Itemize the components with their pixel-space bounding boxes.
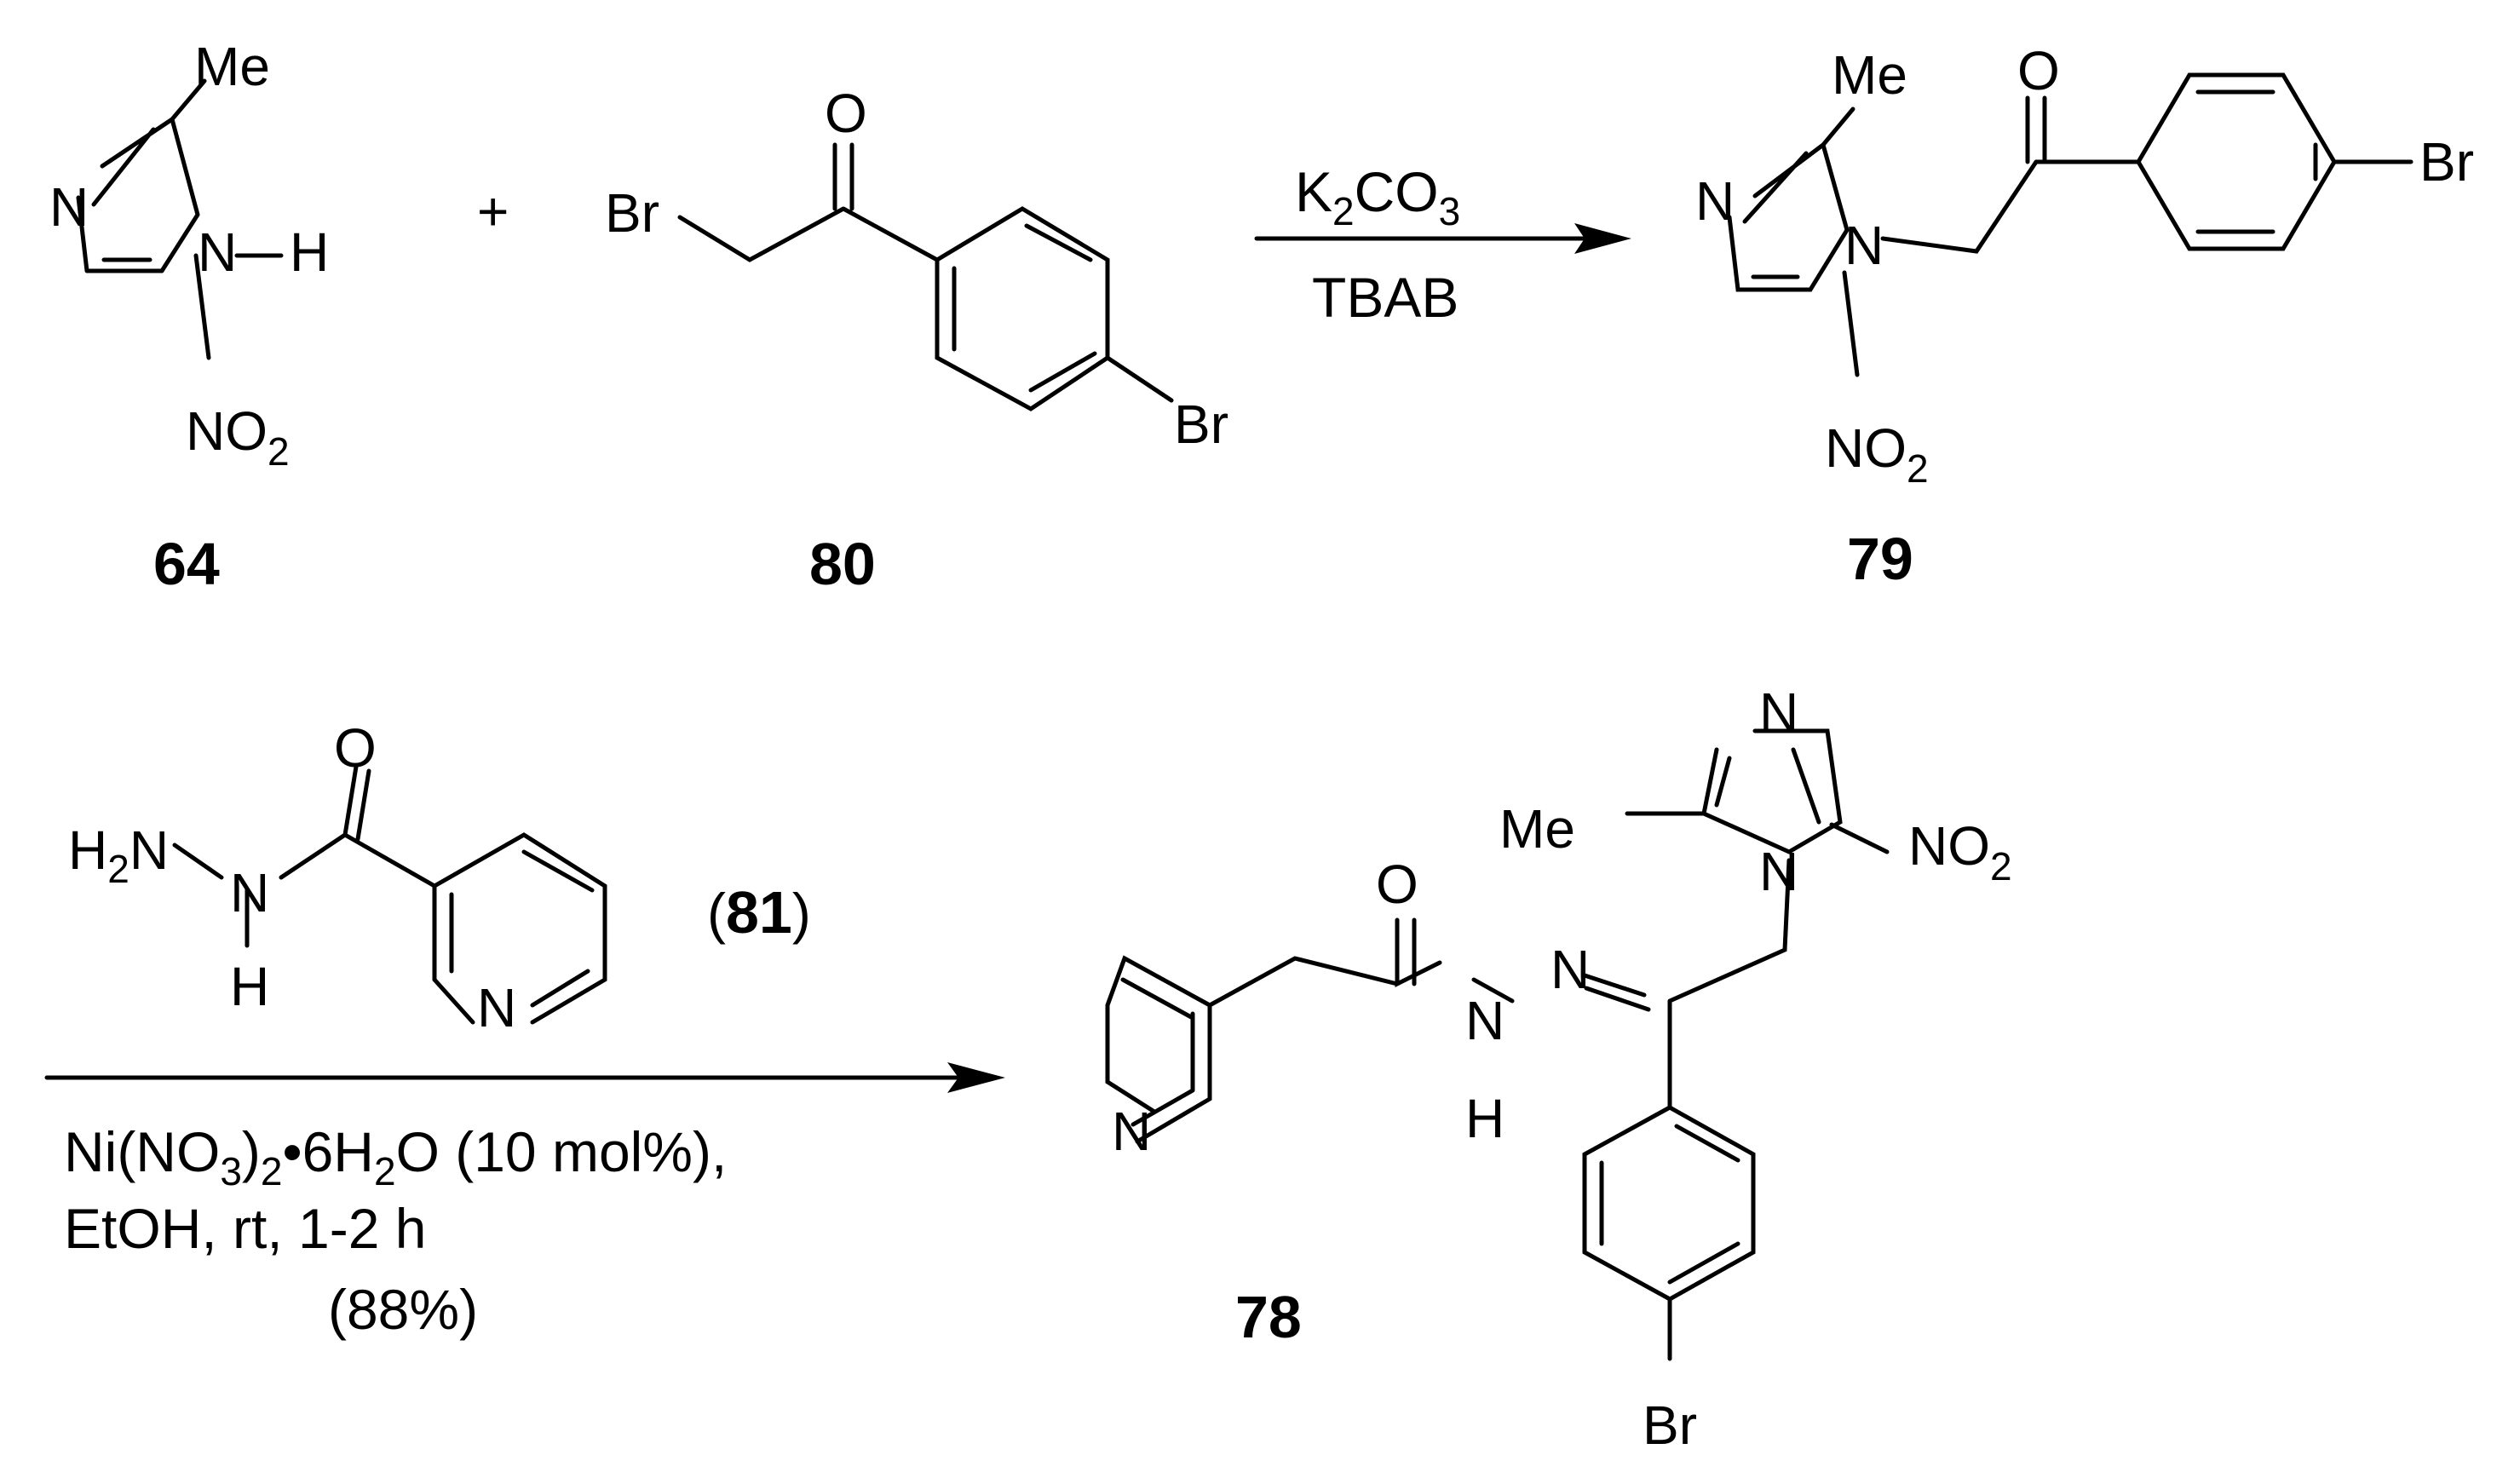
compound-number: 80: [809, 531, 876, 597]
carbonyl-oxygen: O: [2017, 40, 2060, 101]
carbonyl-oxygen: O: [825, 83, 867, 144]
bond: [172, 764, 607, 1025]
aryl-bromine: Br: [2419, 131, 2474, 193]
compound-64: Me N N H NO2 64: [49, 36, 329, 597]
nitro-label: NO2: [1825, 417, 1929, 491]
substituted-nitrogen: N: [1844, 215, 1884, 276]
step-1: K2CO3 TBAB: [1254, 160, 1631, 329]
arrow-head: [1574, 223, 1631, 254]
compound-80: Br O Br 80: [605, 83, 1228, 597]
compound-number: 79: [1847, 526, 1913, 592]
pyridine-nitrogen: N: [1112, 1101, 1151, 1162]
ring-nitrogen: N: [1695, 170, 1735, 232]
compound-79: Me N N O Br NO2 79: [1695, 40, 2474, 592]
catalyst-label: TBAB: [1312, 266, 1458, 329]
substituted-nitrogen: N: [1759, 841, 1798, 902]
product-78: N Me N NO2 O N N H N Br 78: [1105, 681, 2012, 1456]
nitro-label: NO2: [186, 400, 290, 474]
carbonyl-oxygen: O: [1376, 854, 1418, 915]
nh-nitrogen: N: [198, 221, 237, 283]
amine-label: H2N: [68, 820, 169, 891]
hydrazide-hydrogen: H: [230, 956, 269, 1017]
imidazole-nitrogen: N: [1759, 681, 1798, 743]
yield-label: (88%): [328, 1278, 478, 1341]
compound-number: 78: [1235, 1284, 1302, 1350]
solvent-conditions: EtOH, rt, 1-2 h: [64, 1197, 426, 1260]
base-reagent: K2CO3: [1295, 160, 1460, 233]
methyl-label: Me: [194, 36, 270, 97]
compound-number: 64: [153, 531, 220, 597]
step-2: Ni(NO3)2•6H2O (10 mol%), EtOH, rt, 1-2 h…: [44, 1062, 1005, 1341]
ring-nitrogen: N: [49, 176, 89, 238]
arrow-head: [947, 1062, 1005, 1093]
alkyl-bromine: Br: [605, 182, 659, 244]
hydrazide-nitrogen: N: [230, 862, 269, 923]
methyl-label: Me: [1832, 44, 1907, 106]
methyl-label: Me: [1499, 798, 1575, 860]
aryl-bromine: Br: [1174, 394, 1228, 455]
reagent-label: (81): [707, 879, 811, 946]
plus-sign: +: [477, 181, 509, 242]
nitro-label: NO2: [1908, 815, 2012, 889]
bond: [1105, 728, 1890, 1361]
bond: [76, 78, 284, 360]
bond: [1727, 72, 2414, 377]
bond: [677, 142, 1174, 411]
catalyst-conditions: Ni(NO3)2•6H2O (10 mol%),: [64, 1120, 727, 1193]
hydrazide-hydrogen: H: [1465, 1088, 1505, 1149]
nh-hydrogen: H: [290, 221, 329, 283]
aryl-bromine: Br: [1643, 1395, 1697, 1456]
hydrazide-nitrogen: N: [1465, 990, 1505, 1051]
carbonyl-oxygen: O: [334, 717, 377, 779]
imine-nitrogen: N: [1551, 939, 1590, 1000]
pyridine-nitrogen: N: [477, 977, 516, 1038]
reagent-81: H2N N H O N (81): [68, 717, 811, 1038]
